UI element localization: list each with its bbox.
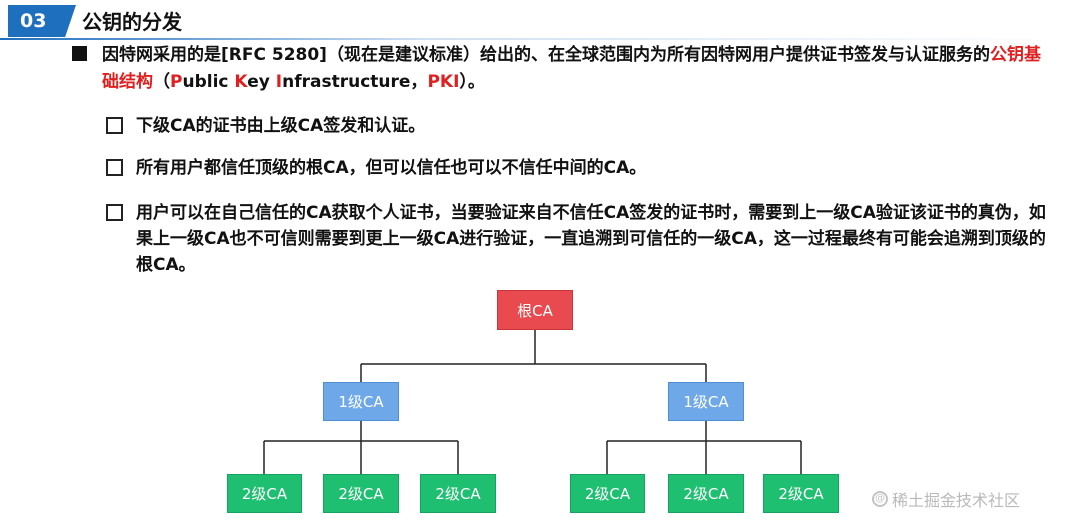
square-bullet-icon [72,46,87,61]
level1-ca-node: 1级CA [323,382,399,421]
page-title: 公钥的分发 [82,10,182,34]
list-item: 用户可以在自己信任的CA获取个人证书，当要验证来自不信任CA签发的证书时，需要到… [136,203,1046,275]
watermark: @ 稀土掘金技术社区 [872,487,1020,511]
pki-acronym: PKI [427,72,460,92]
acronym-letter-p: P [170,72,183,92]
checkbox-icon [106,159,123,176]
intro-close-paren: ）。 [459,72,485,92]
intro-paragraph: 因特网采用的是[RFC 5280]（现在是建议标准）给出的、在全球范围内为所有因… [102,42,1052,96]
level2-ca-node: 2级CA [668,474,744,513]
intro-public: ublic [182,72,235,92]
intro-infrastructure: nfrastructure， [282,72,428,92]
level2-ca-node: 2级CA [420,474,496,513]
list-item: 所有用户都信任顶级的根CA，但可以信任也可以不信任中间的CA。 [136,158,647,178]
level2-ca-node: 2级CA [227,474,302,513]
level2-ca-node: 2级CA [323,474,399,513]
section-number-badge: 03 [8,5,76,37]
watermark-text: 稀土掘金技术社区 [892,491,1021,510]
section-number: 03 [20,10,47,32]
list-item: 下级CA的证书由上级CA签发和认证。 [136,116,426,136]
checkbox-icon [106,117,123,134]
intro-key: ey [247,72,276,92]
intro-open-paren: （ [153,72,170,92]
header-divider [0,38,1066,40]
juejin-logo-icon: @ [872,491,888,507]
root-ca-node: 根CA [497,290,573,330]
level2-ca-node: 2级CA [763,474,839,513]
acronym-letter-k: K [234,72,248,92]
acronym-letter-i: I [275,72,283,92]
level1-ca-node: 1级CA [668,382,744,421]
intro-text-1: 因特网采用的是[RFC 5280]（现在是建议标准）给出的、在全球范围内为所有因… [102,45,990,65]
pki-highlight: 公钥基础结构 [102,45,1041,92]
level2-ca-node: 2级CA [570,474,645,513]
checkbox-icon [106,204,123,221]
